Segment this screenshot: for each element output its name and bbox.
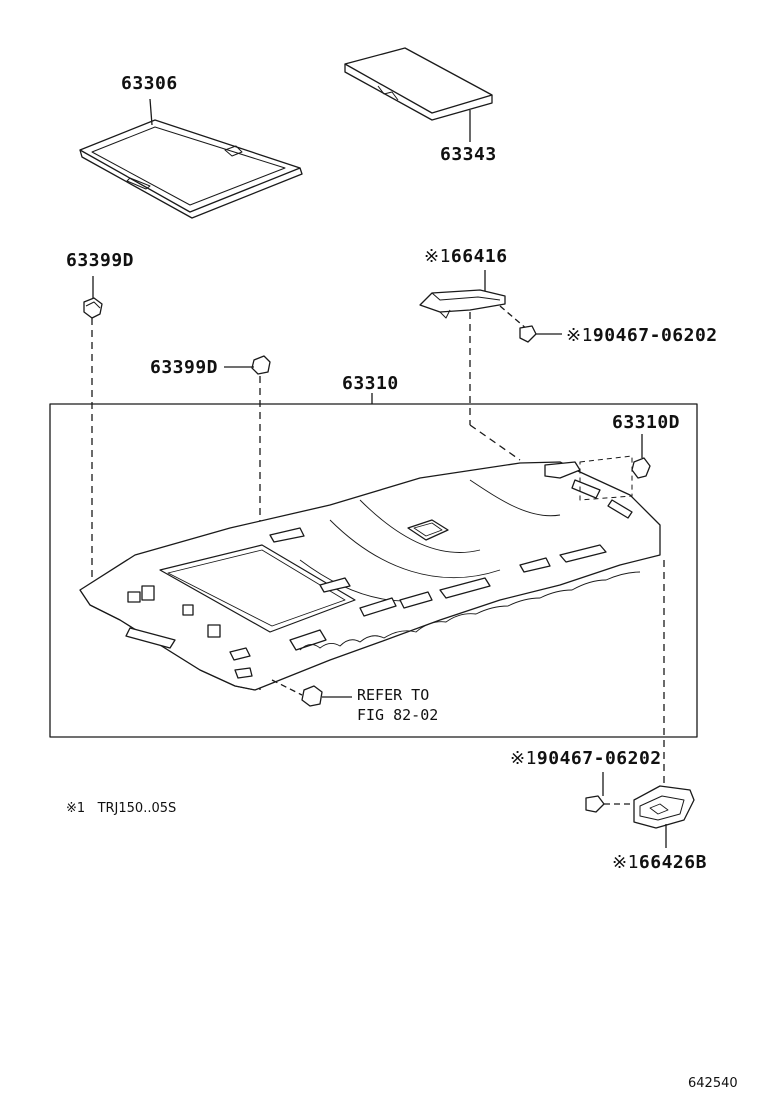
headliner-63310 [79,461,661,691]
screw-90467-a [519,325,562,343]
sunshade-panel-63306 [79,98,303,219]
clip-refer [271,679,352,707]
label-90467-a: ※190467-06202 [566,325,718,346]
label-63343: 63343 [440,144,497,165]
label-66426b: ※166426B [612,852,707,873]
refer-line-1: REFER TO [357,686,430,704]
screw-90467-b [585,772,632,813]
label-63306: 63306 [121,73,178,94]
label-63310d: 63310D [612,412,681,433]
text-90467-b: 90467-06202 [536,748,662,769]
footnote-text: TRJ150..05S [97,801,177,816]
label-90467-b: ※190467-06202 [510,748,662,769]
refer-note: REFER TO FIG 82-02 [357,685,438,725]
assembly-frame [49,403,698,738]
bracket-66426b [633,785,695,848]
refer-line-2: FIG 82-02 [357,706,439,724]
footnote: ※1 TRJ150..05S [66,801,176,816]
figure-id: 642540 [688,1076,738,1091]
mark-66426b: ※1 [612,852,639,873]
mark-90467-b: ※1 [510,748,537,769]
label-63399d-b: 63399D [150,357,219,378]
clip-63310d [579,434,651,501]
label-63310: 63310 [342,373,399,394]
mark-66416: ※1 [424,246,451,267]
label-63399d-a: 63399D [66,250,135,271]
footnote-mark: ※1 [66,801,86,816]
bracket-66416 [419,270,529,461]
pad-63343 [344,47,493,142]
text-90467-a: 90467-06202 [592,325,718,346]
text-66416: 66416 [450,246,508,267]
clip-63399d-a [83,276,103,590]
leader-63306 [149,98,153,126]
mark-90467-a: ※1 [566,325,593,346]
text-66426b: 66426B [638,852,707,873]
label-66416: ※166416 [424,246,508,267]
